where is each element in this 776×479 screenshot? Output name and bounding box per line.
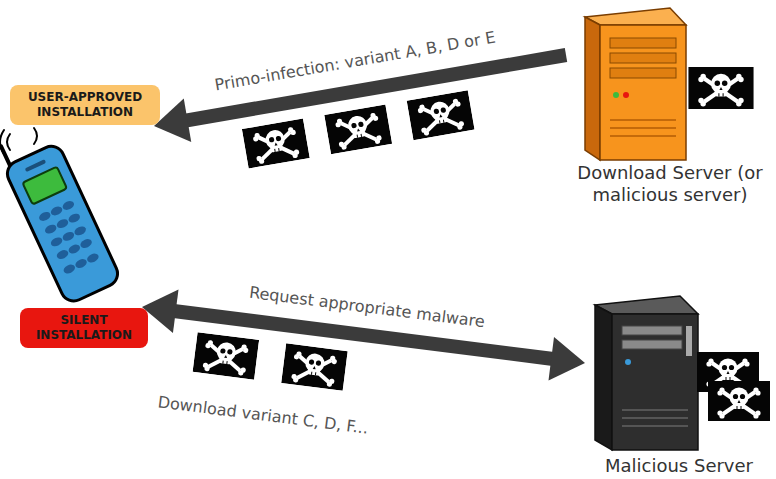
node-text: Download Server (or malicious server)	[566, 162, 774, 205]
phone-earpiece	[25, 159, 47, 172]
skull-flag	[324, 104, 392, 154]
arrow-shaft	[174, 311, 554, 359]
mobile-phone	[0, 124, 122, 305]
server-node: Malicious Server	[585, 295, 773, 477]
phone-keypad	[38, 199, 100, 275]
skull-flag	[193, 332, 260, 379]
download-server-icon	[585, 8, 686, 160]
skull-flag	[242, 119, 310, 169]
edge-label: Request appropriate malware	[245, 283, 489, 332]
skull-flag	[407, 90, 475, 140]
skull-flag	[688, 67, 753, 109]
node-text: SILENT INSTALLATION	[29, 313, 139, 343]
phone-screen	[22, 167, 67, 205]
arrow-head	[549, 337, 585, 381]
signal-waves	[0, 128, 37, 154]
server-node: Download Server (or malicious server)	[566, 5, 774, 205]
installation-tag: SILENT INSTALLATION	[20, 308, 148, 348]
skull-flag	[708, 381, 770, 421]
edge-label: Primo-infection: variant A, B, D or E	[210, 27, 500, 95]
installation-tag: USER-APPROVED INSTALLATION	[10, 85, 160, 125]
phone-body	[3, 142, 122, 305]
arrow-note: Download variant C, D, F...	[154, 392, 373, 438]
skull-flag	[281, 343, 348, 390]
node-text: USER-APPROVED INSTALLATION	[19, 90, 151, 120]
malicious-server-icon	[595, 296, 698, 450]
node-text: Malicious Server	[585, 455, 773, 477]
